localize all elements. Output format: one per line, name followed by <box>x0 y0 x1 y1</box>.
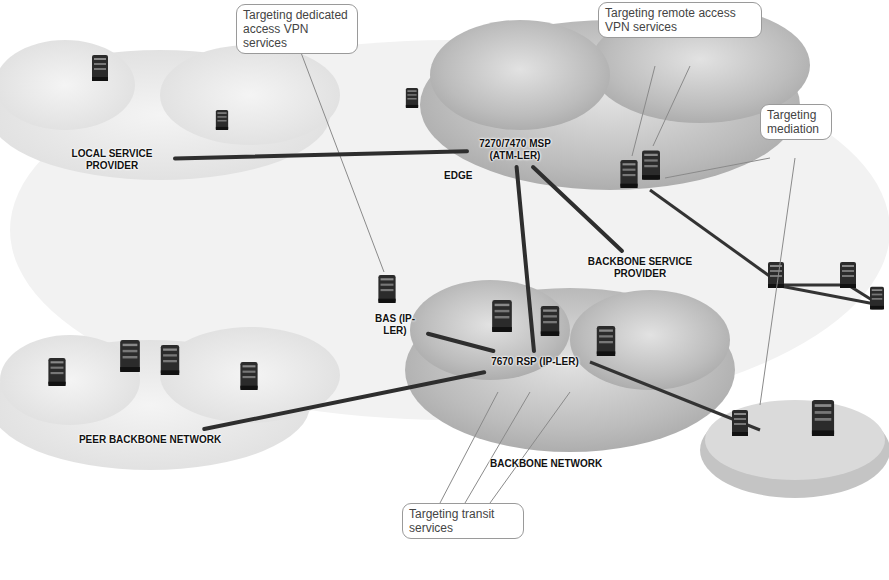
region-name: BACKBONE NETWORK <box>490 458 602 469</box>
network-element: PEER BACKBONE NETWORK <box>75 432 225 448</box>
region-name: EDGE <box>444 170 472 181</box>
callout-note: Targeting transit services <box>402 503 524 539</box>
element-label: 7270/7470 MSP (ATM-LER) <box>474 138 556 162</box>
peer-cloud <box>0 327 340 470</box>
element-label: PEER BACKBONE NETWORK <box>79 434 221 446</box>
element-label: 7670 RSP (IP-LER) <box>491 356 579 368</box>
callout-note: Targeting dedicated access VPN services <box>236 4 358 54</box>
callout-note: Targeting remote access VPN services <box>598 2 762 38</box>
network-link <box>428 334 493 351</box>
provider-links <box>590 190 880 430</box>
server-disc-top <box>705 400 885 480</box>
network-element: BACKBONE SERVICE PROVIDER <box>580 254 700 282</box>
local-cloud <box>0 40 340 180</box>
element-label: LOCAL SERVICE PROVIDER <box>56 148 168 172</box>
callout-note: Targeting mediation <box>760 104 832 140</box>
network-devices <box>48 55 884 436</box>
leader-lines <box>300 50 795 503</box>
network-element: BAS (IP-LER) <box>365 311 425 339</box>
network-link <box>175 151 467 158</box>
network-link <box>204 372 484 429</box>
network-element: 7270/7470 MSP (ATM-LER) <box>470 136 560 164</box>
network-element: LOCAL SERVICE PROVIDER <box>52 146 172 174</box>
network-link <box>533 167 622 251</box>
network-link <box>517 167 534 351</box>
network-element: 7670 RSP (IP-LER) <box>487 354 583 370</box>
backbone-cloud <box>405 280 735 452</box>
element-label: BACKBONE SERVICE PROVIDER <box>584 256 696 280</box>
element-label: BAS (IP-LER) <box>369 313 421 337</box>
